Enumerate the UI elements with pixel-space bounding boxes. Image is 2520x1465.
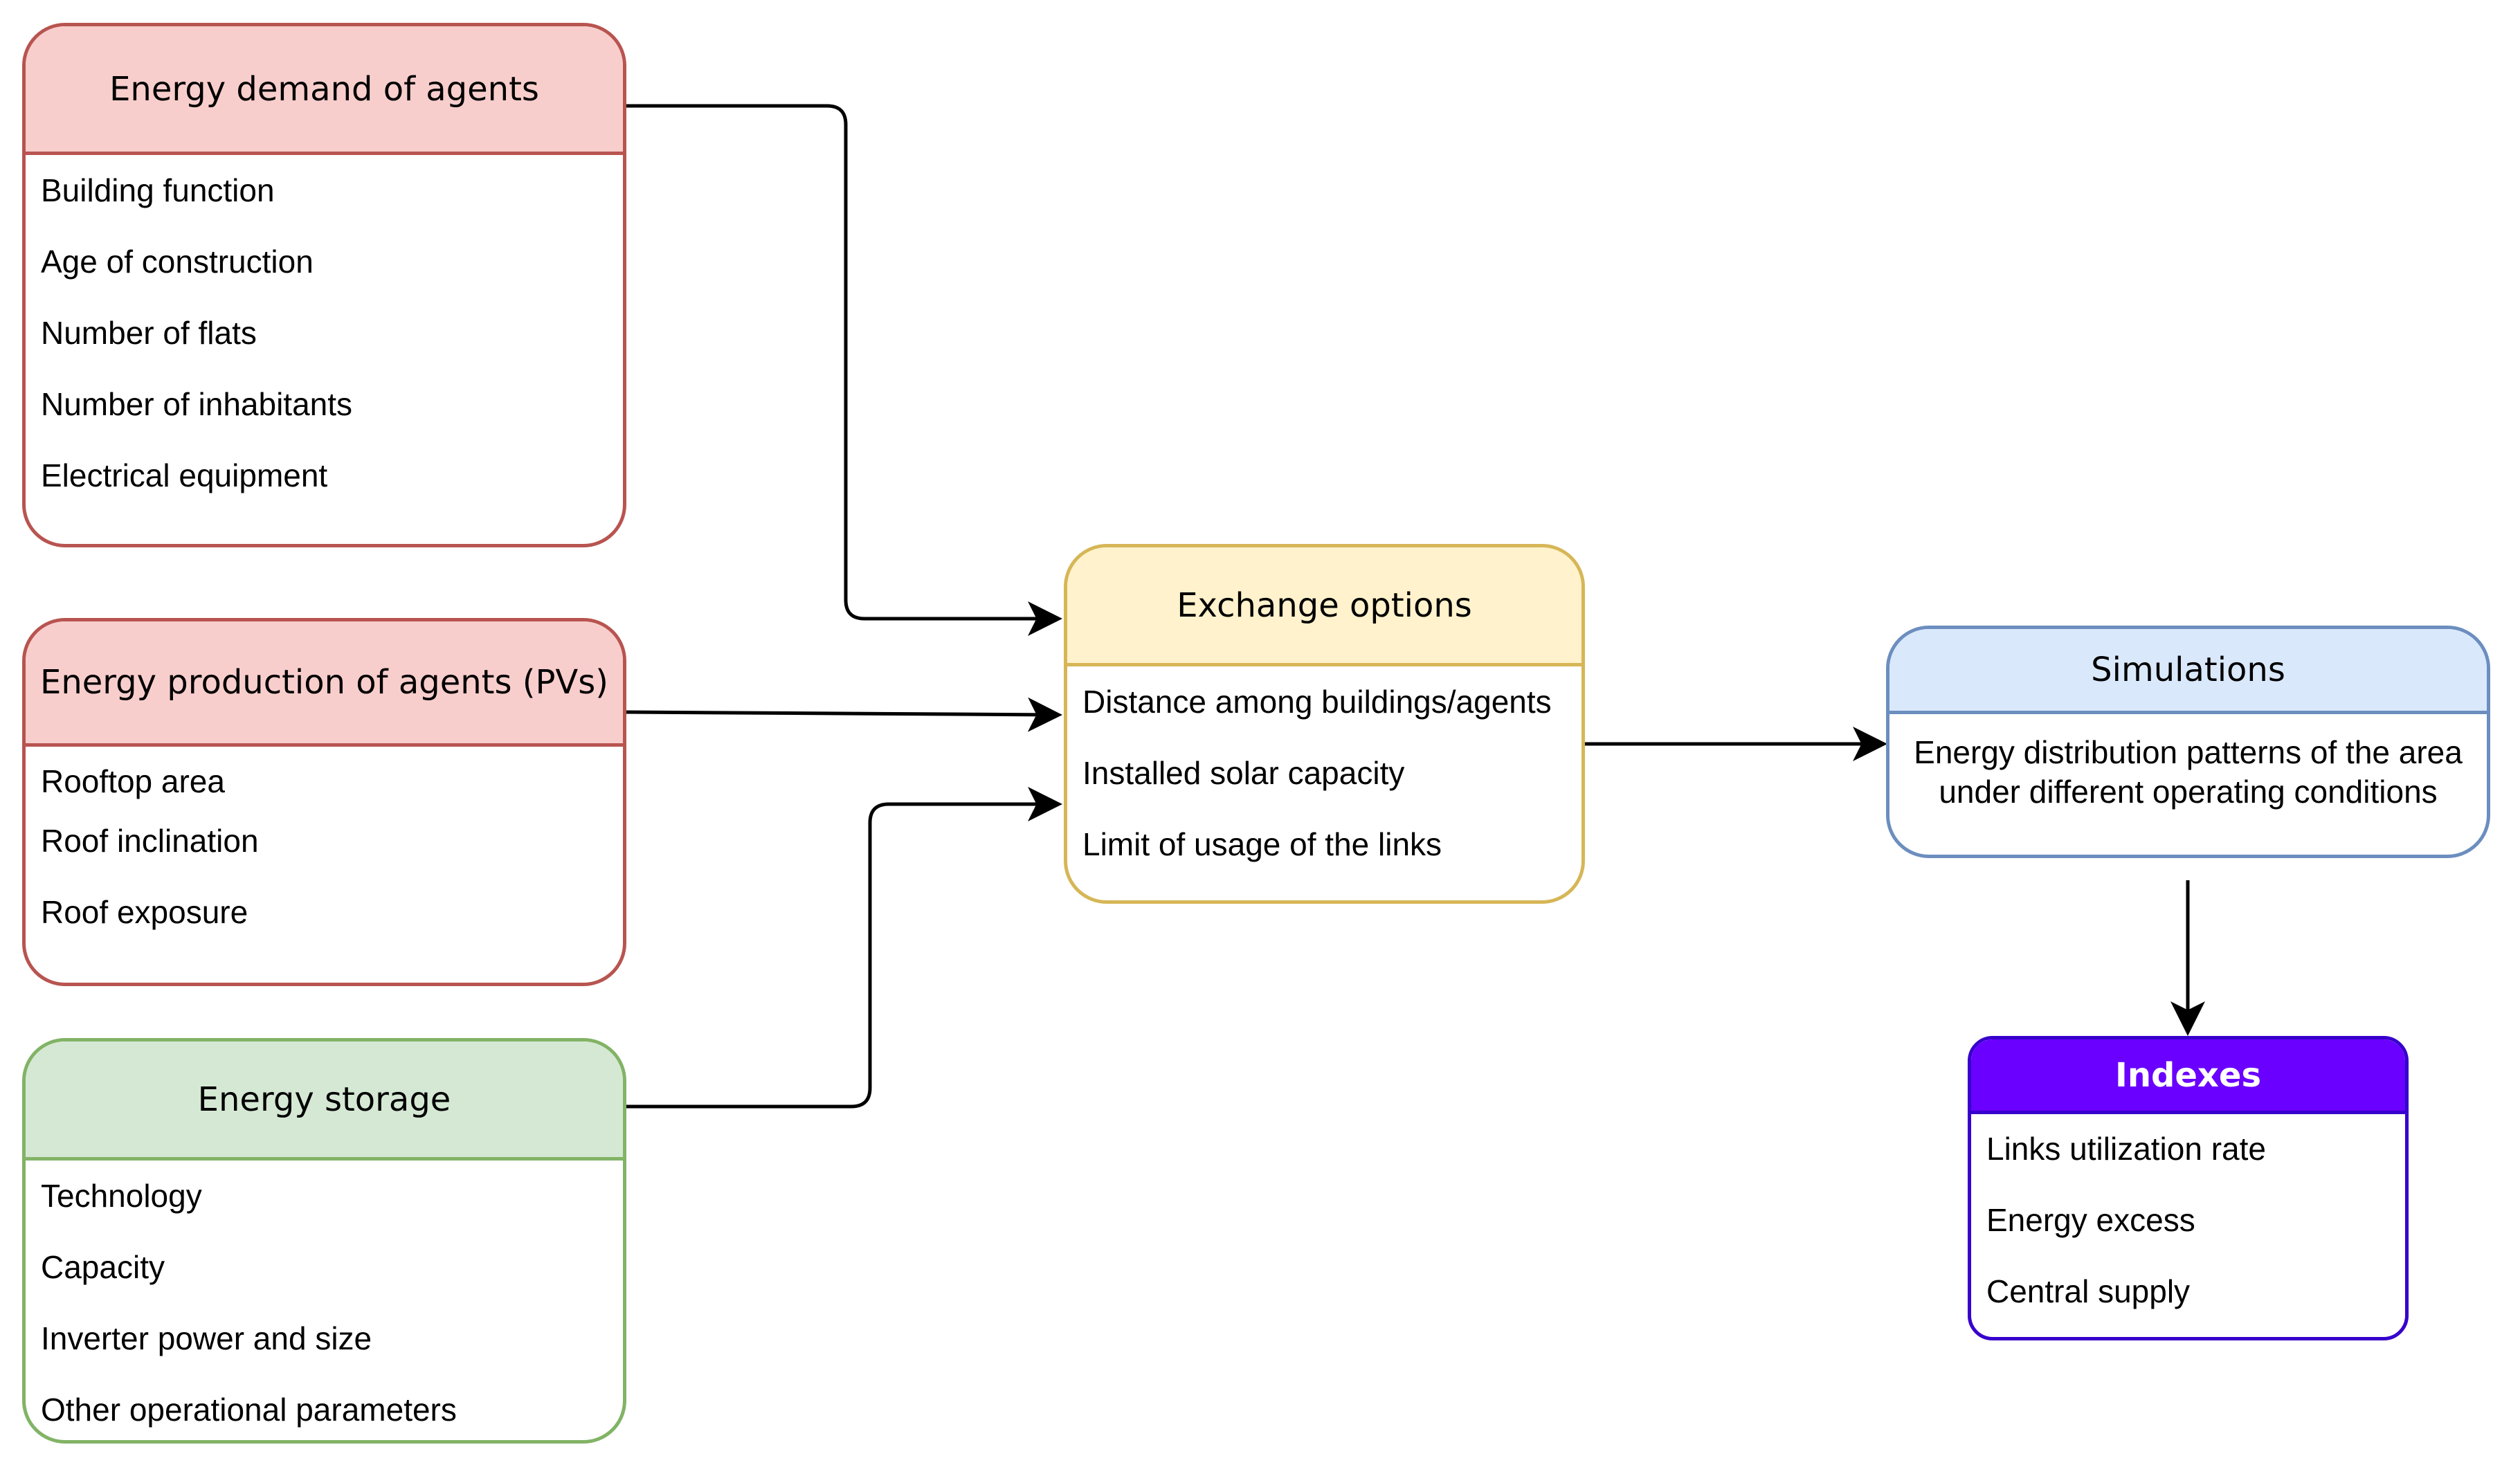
arrow-storage-to-exchange [626,787,1062,1109]
storage-item-technology: Technology [41,1178,202,1214]
simulations-description: Energy distribution patterns of the area… [1889,733,2487,812]
energy-production-header: Energy production of agents (PVs) [26,621,623,747]
indexes-item-central-supply: Central supply [1986,1273,2191,1309]
exchange-item-limit-of-usage: Limit of usage of the links [1082,826,1442,862]
energy-storage-title: Energy storage [197,1080,451,1119]
storage-item-capacity: Capacity [41,1249,165,1285]
exchange-item-installed-solar-capacity: Installed solar capacity [1082,755,1405,791]
indexes-title: Indexes [2114,1055,2262,1095]
demand-item-number-of-inhabitants: Number of inhabitants [41,386,353,422]
energy-storage-header: Energy storage [26,1041,623,1161]
arrow-demand-to-exchange [626,104,1062,636]
exchange-options-header: Exchange options [1067,547,1581,666]
arrow-production-to-exchange [626,697,1062,732]
simulations-title: Simulations [2091,650,2285,689]
production-item-rooftop-area: Rooftop area [41,763,225,799]
energy-storage-box: Energy storage Technology Capacity Inver… [22,1038,626,1444]
demand-item-building-function: Building function [41,172,275,208]
indexes-item-energy-excess: Energy excess [1986,1202,2195,1238]
storage-item-other-operational-parameters: Other operational parameters [41,1392,457,1428]
energy-production-title: Energy production of agents (PVs) [40,663,608,702]
demand-item-electrical-equipment: Electrical equipment [41,457,328,493]
production-item-roof-inclination: Roof inclination [41,823,259,859]
energy-production-box: Energy production of agents (PVs) Roofto… [22,618,626,986]
simulations-box: Simulations Energy distribution patterns… [1886,626,2490,858]
demand-item-number-of-flats: Number of flats [41,315,257,351]
exchange-options-box: Exchange options Distance among building… [1064,544,1585,904]
energy-demand-header: Energy demand of agents [26,26,623,155]
indexes-header: Indexes [1971,1039,2405,1114]
production-item-roof-exposure: Roof exposure [41,894,248,930]
simulations-text-line-1: Energy distribution patterns of the area [1914,734,2463,770]
simulations-text-line-2: under different operating conditions [1939,774,2438,810]
storage-item-inverter-power-and-size: Inverter power and size [41,1320,372,1356]
indexes-item-links-utilization-rate: Links utilization rate [1986,1131,2266,1167]
exchange-item-distance: Distance among buildings/agents [1082,684,1552,720]
exchange-options-title: Exchange options [1177,585,1472,625]
simulations-header: Simulations [1889,629,2487,714]
energy-demand-title: Energy demand of agents [109,69,539,109]
indexes-box: Indexes Links utilization rate Energy ex… [1968,1036,2409,1340]
energy-demand-box: Energy demand of agents Building functio… [22,23,626,547]
demand-item-age-of-construction: Age of construction [41,244,314,280]
